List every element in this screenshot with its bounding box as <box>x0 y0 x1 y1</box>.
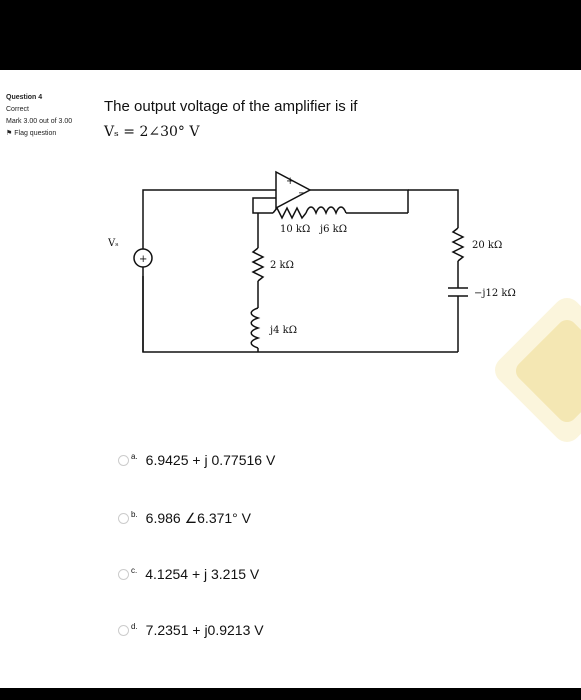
option-d-letter: d. <box>131 622 138 631</box>
answer-option-a[interactable]: a. 6.9425 + j 0.77516 V <box>118 452 275 468</box>
option-b-letter: b. <box>131 510 138 519</box>
question-page: Question 4 Correct Mark 3.00 out of 3.00… <box>0 70 581 688</box>
radio-button-c[interactable] <box>118 569 129 580</box>
amplifier-circuit-diagram: + − + Vₛ 10 kΩ j6 kΩ 2 kΩ j4 kΩ 20 kΩ −j… <box>108 170 516 353</box>
question-status: Correct <box>6 106 29 113</box>
question-prompt: The output voltage of the amplifier is i… <box>104 98 358 115</box>
flag-question-label: Flag question <box>14 130 57 137</box>
question-mark: Mark 3.00 out of 3.00 <box>6 118 73 125</box>
inductor-j4k-label: j4 kΩ <box>269 325 297 336</box>
answer-option-d[interactable]: d. 7.2351 + j0.9213 V <box>118 622 264 638</box>
option-a-text: 6.9425 + j 0.77516 V <box>145 452 276 468</box>
flag-question-link[interactable]: ⚑ Flag question <box>0 128 76 140</box>
question-formula: Vₛ = 2∠30° V <box>104 124 200 140</box>
svg-text:−: − <box>298 188 306 199</box>
answer-option-b[interactable]: b. 6.986 ∠6.371° V <box>118 510 251 527</box>
answer-option-c[interactable]: c. 4.1254 + j 3.215 V <box>118 566 259 582</box>
radio-button-a[interactable] <box>118 455 129 466</box>
svg-text:+: + <box>286 176 294 187</box>
source-label: Vₛ <box>108 238 119 249</box>
radio-button-d[interactable] <box>118 625 129 636</box>
option-c-letter: c. <box>131 566 138 575</box>
option-d-text: 7.2351 + j0.9213 V <box>145 622 264 638</box>
resistor-2k-label: 2 kΩ <box>270 260 294 271</box>
inductor-j6k-label: j6 kΩ <box>319 224 347 235</box>
resistor-10k-label: 10 kΩ <box>280 224 310 235</box>
voltage-source-symbol <box>133 248 153 268</box>
resistor-20k-label: 20 kΩ <box>472 240 502 251</box>
option-a-letter: a. <box>131 452 138 461</box>
svg-text:+: + <box>139 254 147 265</box>
option-b-text: 6.986 ∠6.371° V <box>145 510 252 526</box>
flag-icon: ⚑ <box>6 130 13 137</box>
capacitor-label: −j12 kΩ <box>474 288 516 299</box>
radio-button-b[interactable] <box>118 513 129 524</box>
question-info-panel: Question 4 Correct Mark 3.00 out of 3.00… <box>0 92 76 140</box>
question-number: Question 4 <box>6 94 43 101</box>
option-c-text: 4.1254 + j 3.215 V <box>145 566 260 582</box>
